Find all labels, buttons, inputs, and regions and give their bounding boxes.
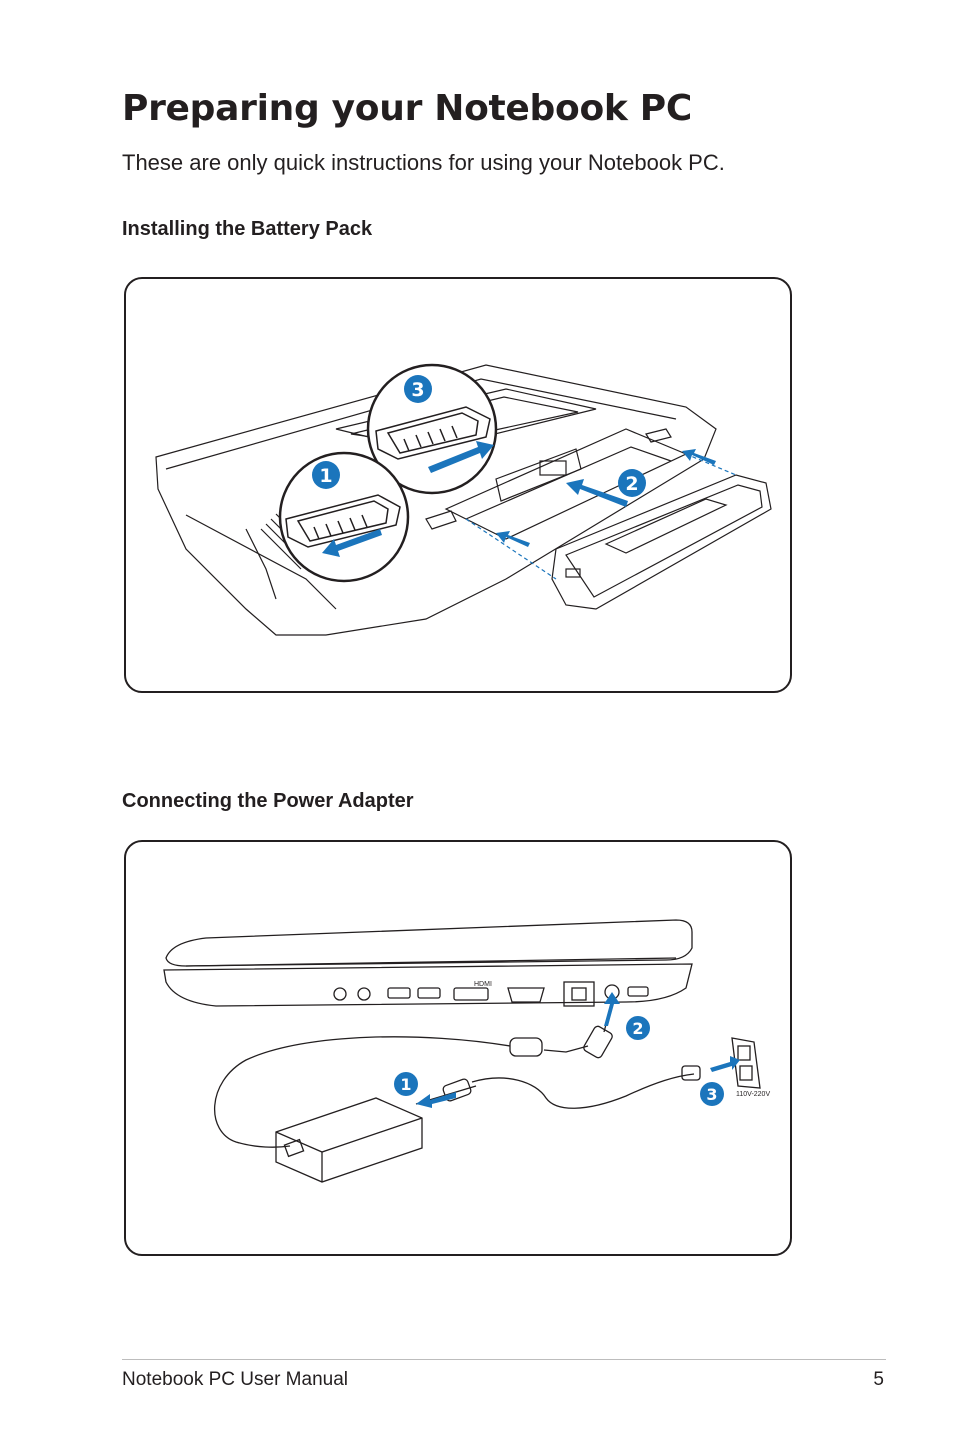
svg-text:3: 3 <box>411 379 424 401</box>
arrow-dc-in-icon <box>604 992 620 1026</box>
step-badge-3: 3 <box>404 375 432 403</box>
power-step-badge-3: 3 <box>700 1082 724 1106</box>
power-section-heading: Connecting the Power Adapter <box>122 790 414 812</box>
outlet-voltage-label: 110V-220V <box>736 1091 770 1098</box>
svg-text:3: 3 <box>706 1085 717 1104</box>
svg-text:1: 1 <box>319 465 332 487</box>
arrow-step1-icon <box>322 529 382 557</box>
svg-text:1: 1 <box>400 1075 411 1094</box>
svg-text:2: 2 <box>625 473 638 495</box>
arrow-step3-icon <box>428 441 494 473</box>
power-step-badge-1: 1 <box>394 1072 418 1096</box>
arrow-small-a-icon <box>496 531 530 547</box>
power-adapter-illustration: HDMI 110V-220V 1 2 3 <box>124 840 792 1256</box>
svg-text:2: 2 <box>632 1019 643 1038</box>
footer-divider <box>122 1359 886 1360</box>
footer-manual-name: Notebook PC User Manual <box>122 1369 348 1390</box>
arrow-outlet-icon <box>710 1056 740 1072</box>
power-step-badge-2: 2 <box>626 1016 650 1040</box>
arrow-step2-icon <box>566 479 628 507</box>
battery-section-heading: Installing the Battery Pack <box>122 218 373 240</box>
step-badge-1: 1 <box>312 461 340 489</box>
page-title: Preparing your Notebook PC <box>122 88 692 129</box>
arrow-small-b-icon <box>682 449 716 465</box>
arrow-adapter-icon <box>416 1092 456 1108</box>
footer-page-number: 5 <box>873 1369 884 1390</box>
power-arrows <box>416 992 740 1108</box>
battery-diagram: 3 1 2 <box>155 363 772 636</box>
intro-text: These are only quick instructions for us… <box>122 150 725 175</box>
arrow-icons <box>322 441 716 557</box>
hdmi-port-label: HDMI <box>474 981 492 988</box>
power-diagram: HDMI 110V-220V 1 2 3 <box>163 919 770 1183</box>
battery-illustration: 3 1 2 <box>124 277 792 693</box>
step-badge-2: 2 <box>618 469 646 497</box>
